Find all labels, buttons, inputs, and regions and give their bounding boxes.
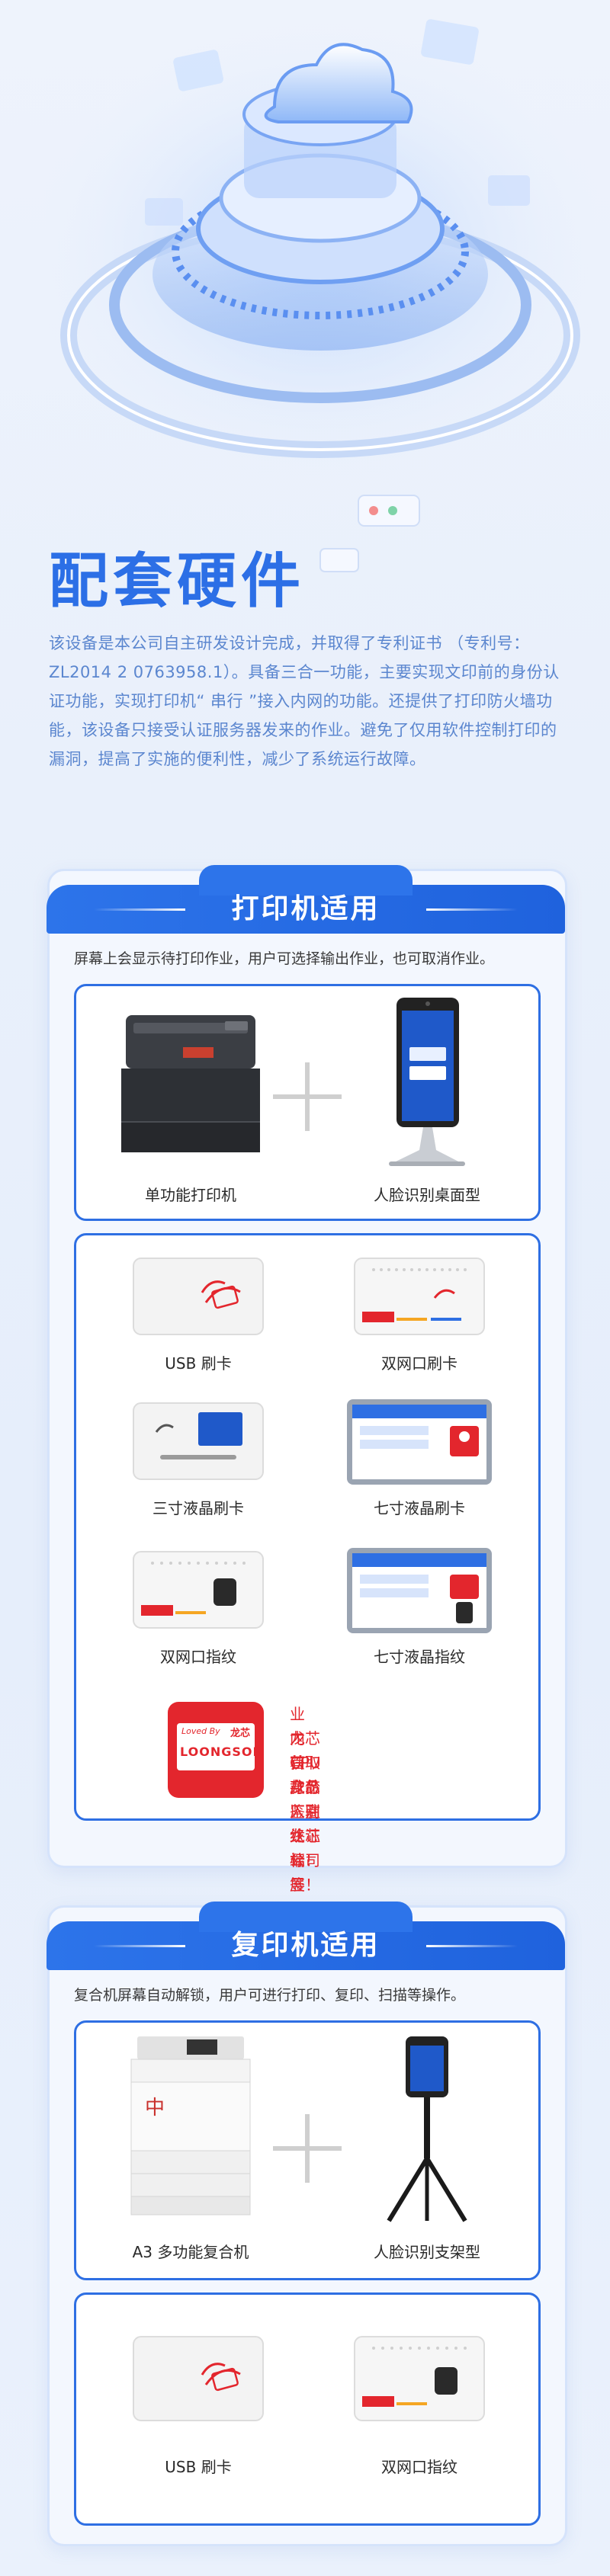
section-title: 复印机适用	[231, 1930, 380, 1961]
readers-card: USB 刷卡 双网口刷卡 三寸液晶刷卡	[74, 1233, 541, 1918]
face-terminal-tripod-icon	[387, 2036, 467, 2222]
copier-section: 复印机适用 复合机屏幕自动解锁，用户可进行打印、复印、扫描等操作。 中 A3 多…	[47, 1902, 567, 2546]
usb-card-reader-icon	[133, 1258, 264, 1335]
reader-lcd7-card: 七寸液晶刷卡	[320, 1395, 518, 1533]
lcd7-card-reader-icon	[347, 1399, 492, 1485]
lcd7-fingerprint-icon	[347, 1548, 492, 1633]
reader-label: 三寸液晶刷卡	[152, 1499, 244, 1517]
device-face-tripod: 人脸识别支架型	[328, 2030, 526, 2274]
reader-dual-port-card: 双网口刷卡	[320, 1251, 518, 1388]
reader-label: USB 刷卡	[165, 1354, 232, 1373]
hero-illustration	[0, 0, 610, 579]
loongson-line: 获取龙芯厂商认证标签！	[290, 1754, 320, 1894]
readers-card: USB 刷卡 双网口指纹	[74, 2292, 541, 2526]
usb-card-reader-icon	[133, 2336, 264, 2421]
device-mfp: 中 A3 多功能复合机	[92, 2030, 290, 2274]
devices-card: 单功能打印机 人脸识别桌面型	[74, 984, 541, 1221]
loongson-logo-icon	[168, 1702, 264, 1798]
device-label: 单功能打印机	[145, 1186, 236, 1204]
section-banner: 复印机适用	[47, 1902, 565, 1970]
reader-lcd7-fingerprint: 七寸液晶指纹	[320, 1544, 518, 1681]
reader-usb-card: USB 刷卡	[99, 2329, 297, 2497]
devices-card: 中 A3 多功能复合机 人脸识别支架型	[74, 2020, 541, 2280]
reader-dual-port-fingerprint: 双网口指纹	[99, 1544, 297, 1681]
printer-icon	[121, 1015, 260, 1152]
device-label: 人脸识别支架型	[374, 2243, 480, 2261]
page-title: 配套硬件	[49, 547, 306, 616]
reader-usb-card: USB 刷卡	[99, 1251, 297, 1388]
reader-lcd3-card: 三寸液晶刷卡	[99, 1395, 297, 1533]
loongson-badge: Loved By 龙芯 LOONGSON	[166, 1700, 265, 1799]
cloud-platform-icon	[30, 19, 610, 572]
printer-section: 打印机适用 屏幕上会显示待打印作业，用户可选择输出作业，也可取消作业。 单功能打…	[47, 865, 567, 1918]
section-banner: 打印机适用	[47, 865, 565, 934]
mfp-copier-icon: 中	[130, 2036, 251, 2216]
dual-port-fingerprint-icon	[354, 2336, 485, 2421]
device-printer: 单功能打印机	[92, 994, 290, 1215]
section-description: 复合机屏幕自动解锁，用户可进行打印、复印、扫描等操作。	[74, 1987, 466, 2004]
dual-port-card-reader-icon	[354, 1258, 485, 1335]
dual-port-fingerprint-icon	[133, 1551, 264, 1629]
plus-icon	[273, 1062, 342, 1131]
section-title: 打印机适用	[231, 893, 380, 924]
svg-text:中: 中	[145, 2097, 165, 2119]
badge-cn: 龙芯	[230, 1728, 251, 1739]
badge-brand: LOONGSON	[180, 1745, 264, 1759]
badge-loved-by: Loved By	[181, 1726, 220, 1736]
plus-icon	[273, 2114, 342, 2183]
reader-label: USB 刷卡	[165, 2458, 232, 2476]
reader-label: 七寸液晶刷卡	[374, 1499, 465, 1517]
device-label: A3 多功能复合机	[132, 2243, 249, 2261]
reader-label: 双网口指纹	[160, 1648, 236, 1666]
device-label: 人脸识别桌面型	[374, 1186, 480, 1204]
loongson-line: 龙芯 CPU 身份鉴别终端！	[290, 1729, 321, 1870]
reader-label: 双网口刷卡	[381, 1354, 458, 1373]
face-terminal-desktop-icon	[389, 998, 465, 1166]
device-face-desktop: 人脸识别桌面型	[328, 994, 526, 1215]
lcd3-card-reader-icon	[133, 1402, 264, 1480]
reader-dual-port-fingerprint: 双网口指纹	[320, 2329, 518, 2497]
loongson-line: 产品入驻龙芯公司展厅！	[290, 1778, 320, 1918]
section-description: 屏幕上会显示待打印作业，用户可选择输出作业，也可取消作业。	[74, 950, 495, 967]
loongson-line: 业内首款	[290, 1705, 305, 1796]
reader-label: 七寸液晶指纹	[374, 1648, 465, 1666]
intro-paragraph: 该设备是本公司自主研发设计完成，并取得了专利证书 （专利号： ZL2014 2 …	[49, 634, 560, 768]
reader-label: 双网口指纹	[381, 2458, 458, 2476]
